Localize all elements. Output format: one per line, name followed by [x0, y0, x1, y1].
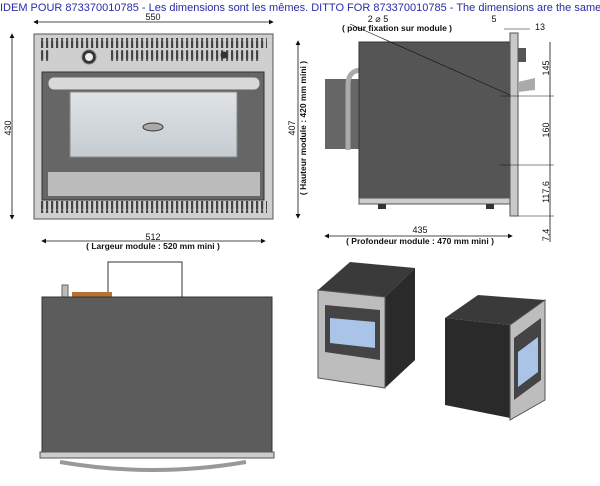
isometric-view-left [317, 262, 415, 389]
door-handle[interactable] [47, 76, 261, 91]
ignition-button-icon[interactable] [220, 51, 228, 59]
oven-body-side [358, 41, 511, 203]
dim-5-label: 5 [491, 14, 496, 24]
dim-160-label: 160 [541, 122, 551, 137]
isometric-view-right [445, 295, 546, 421]
front-view: 550 430 [3, 12, 274, 220]
brand-logo [142, 122, 164, 132]
oven-body-top [41, 296, 273, 456]
holes-note: ( pour fixation sur module ) [342, 23, 452, 33]
dim-117-label: 117,6 [541, 181, 551, 203]
dim-145-label: 145 [541, 60, 551, 75]
side-view: 407 ( Hauteur module : 420 mm mini ) 2 ⌀… [287, 14, 554, 246]
front-frame [509, 32, 519, 217]
front-height-label: 430 [3, 120, 13, 135]
top-width-note: ( Largeur module : 520 mm mini ) [86, 241, 220, 251]
bottom-vents [40, 201, 267, 213]
side-height-label: 407 [287, 120, 297, 135]
top-view: 512 ( Largeur module : 520 mm mini ) [39, 232, 275, 472]
header-note: IDEM POUR 873370010785 - Les dimensions … [0, 2, 600, 14]
dim-13-label: 13 [535, 22, 545, 32]
front-width-label: 550 [145, 12, 160, 22]
side-depth-label: 435 [412, 225, 427, 235]
holes-label: 2 ⌀ 5 [368, 14, 388, 24]
top-width-label: 512 [145, 232, 160, 242]
side-height-note: ( Hauteur module : 420 mm mini ) [298, 61, 308, 195]
top-vents [40, 38, 267, 48]
side-depth-note: ( Profondeur module : 470 mm mini ) [346, 236, 494, 246]
door-handle-top [59, 460, 247, 472]
dim-7-4-label: 7,4 [541, 229, 551, 242]
